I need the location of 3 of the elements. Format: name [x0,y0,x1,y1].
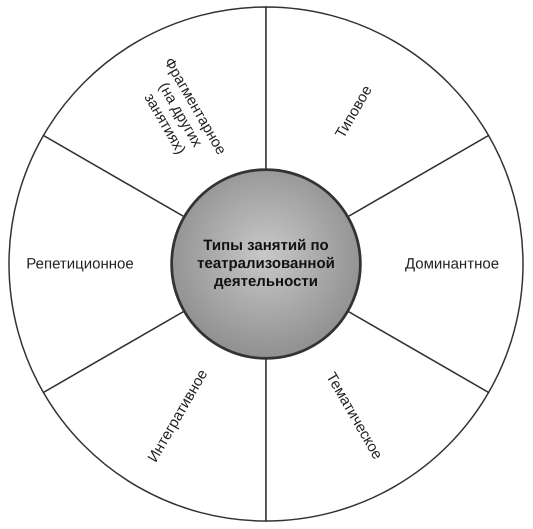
center-title: Типы занятий по театрализованной деятельности [196,237,336,291]
sector-label: Репетиционное [25,255,135,273]
sector-label: Доминантное [404,255,500,273]
